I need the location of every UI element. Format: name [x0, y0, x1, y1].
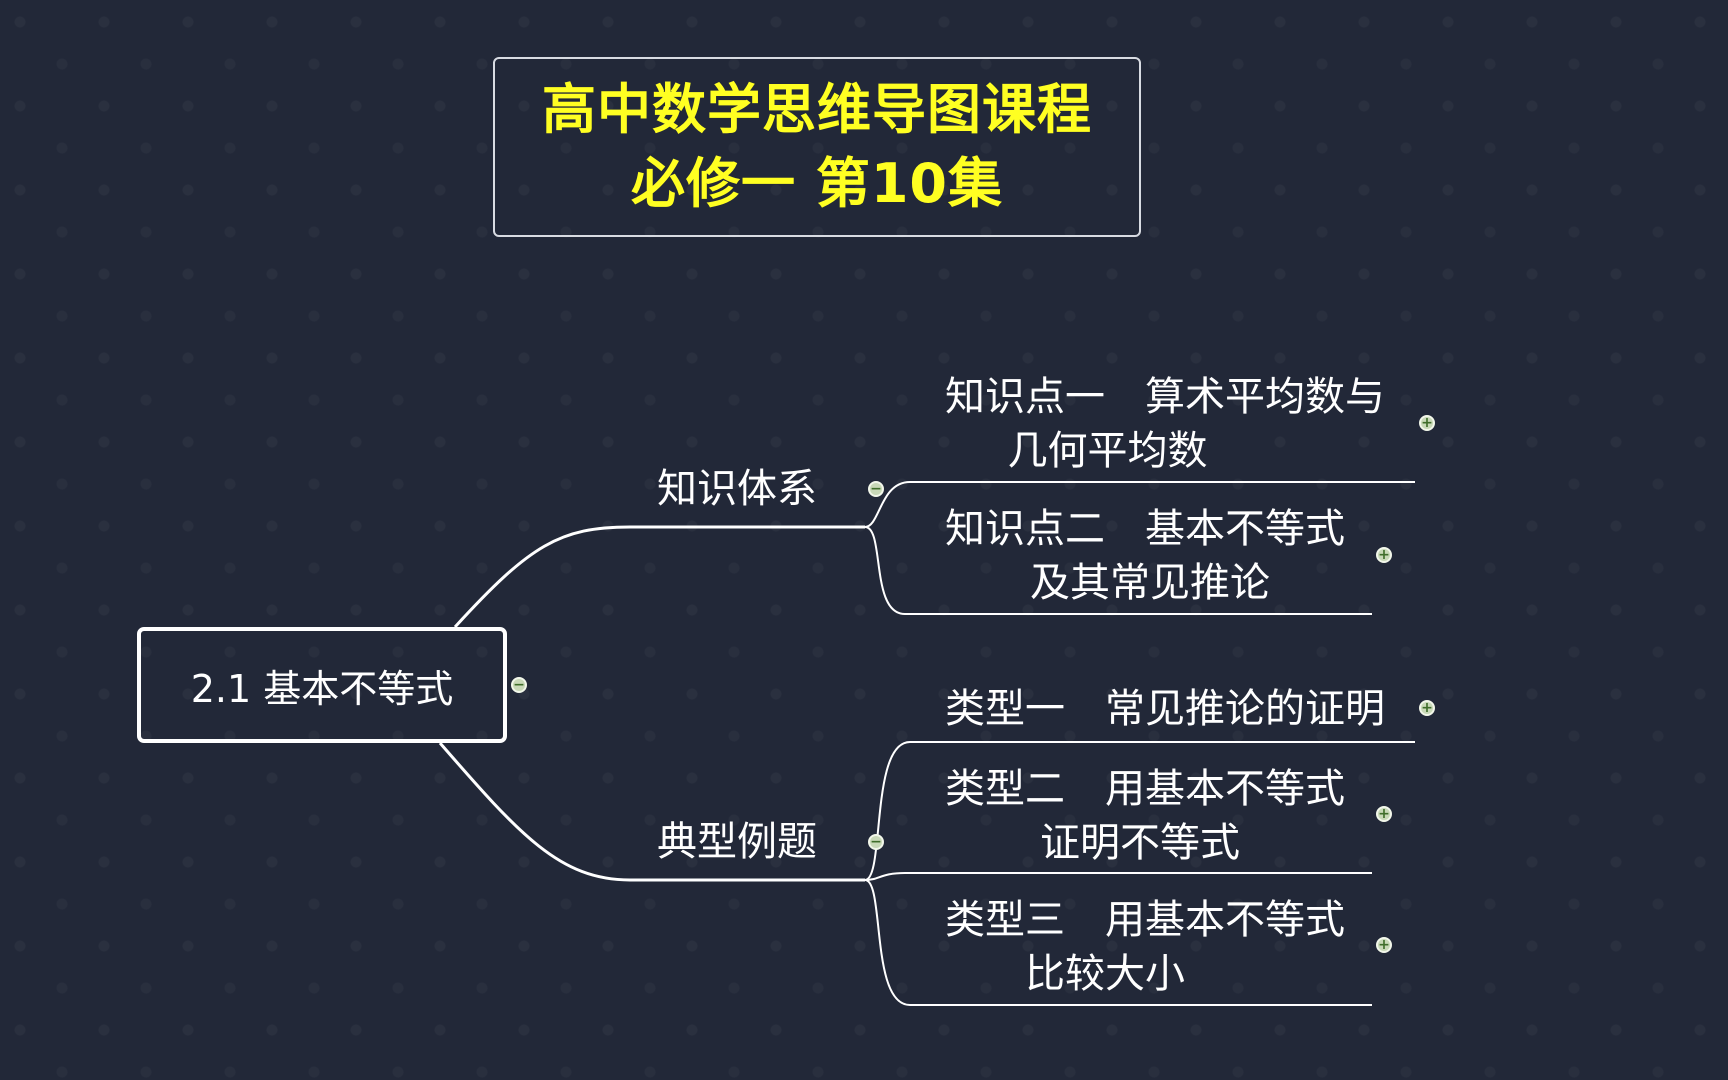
plus-icon: + [1421, 415, 1433, 431]
leaf-line: 类型三 用基本不等式 [945, 897, 1345, 943]
leaf-type-1-expand-button[interactable]: + [1419, 700, 1435, 716]
branch-examples-collapse-button[interactable]: − [868, 834, 884, 850]
connector-examples-to-type2 [864, 872, 1372, 881]
connector-knowledge-to-point1 [864, 481, 1415, 528]
leaf-knowledge-point-2-expand-button[interactable]: + [1376, 547, 1392, 563]
root-node[interactable]: 2.1 基本不等式 [137, 627, 507, 743]
connector-examples-to-type3 [864, 879, 1372, 1006]
connector-knowledge-to-point2 [864, 526, 1372, 615]
leaf-type-1[interactable]: 类型一 常见推论的证明 [930, 682, 1400, 736]
leaf-line: 证明不等式 [1040, 820, 1240, 866]
branch-typical-examples[interactable]: 典型例题 [657, 819, 817, 865]
root-node-label: 2.1 基本不等式 [190, 666, 454, 711]
leaf-type-3-expand-button[interactable]: + [1376, 937, 1392, 953]
minus-icon: − [870, 834, 882, 850]
title-line-1: 高中数学思维导图课程 [542, 78, 1092, 141]
leaf-line: 比较大小 [1025, 951, 1185, 997]
leaf-line: 知识点二 基本不等式 [945, 506, 1345, 552]
leaf-line: 及其常见推论 [1030, 560, 1270, 606]
connector-root-to-knowledge [453, 525, 865, 629]
minus-icon: − [513, 677, 525, 693]
title-box: 高中数学思维导图课程 必修一 第10集 [493, 57, 1141, 237]
connector-root-to-examples [438, 742, 865, 882]
plus-icon: + [1378, 937, 1390, 953]
leaf-line: 类型一 常见推论的证明 [945, 686, 1385, 732]
title-line-2: 必修一 第10集 [631, 152, 1003, 215]
branch-knowledge-system[interactable]: 知识体系 [657, 466, 817, 512]
plus-icon: + [1378, 806, 1390, 822]
connector-examples-to-type1 [864, 741, 1415, 881]
plus-icon: + [1378, 547, 1390, 563]
leaf-type-3[interactable]: 类型三 用基本不等式 比较大小 [930, 893, 1360, 1001]
leaf-type-2[interactable]: 类型二 用基本不等式 证明不等式 [930, 762, 1360, 870]
leaf-line: 知识点一 算术平均数与 [945, 374, 1385, 420]
leaf-line: 几何平均数 [1007, 428, 1208, 474]
branch-knowledge-collapse-button[interactable]: − [868, 481, 884, 497]
leaf-knowledge-point-1[interactable]: 知识点一 算术平均数与 几何平均数 [930, 370, 1400, 478]
root-collapse-button[interactable]: − [511, 677, 527, 693]
leaf-knowledge-point-2[interactable]: 知识点二 基本不等式 及其常见推论 [930, 502, 1360, 610]
leaf-line: 类型二 用基本不等式 [945, 766, 1345, 812]
leaf-type-2-expand-button[interactable]: + [1376, 806, 1392, 822]
plus-icon: + [1421, 700, 1433, 716]
minus-icon: − [870, 481, 882, 497]
leaf-knowledge-point-1-expand-button[interactable]: + [1419, 415, 1435, 431]
